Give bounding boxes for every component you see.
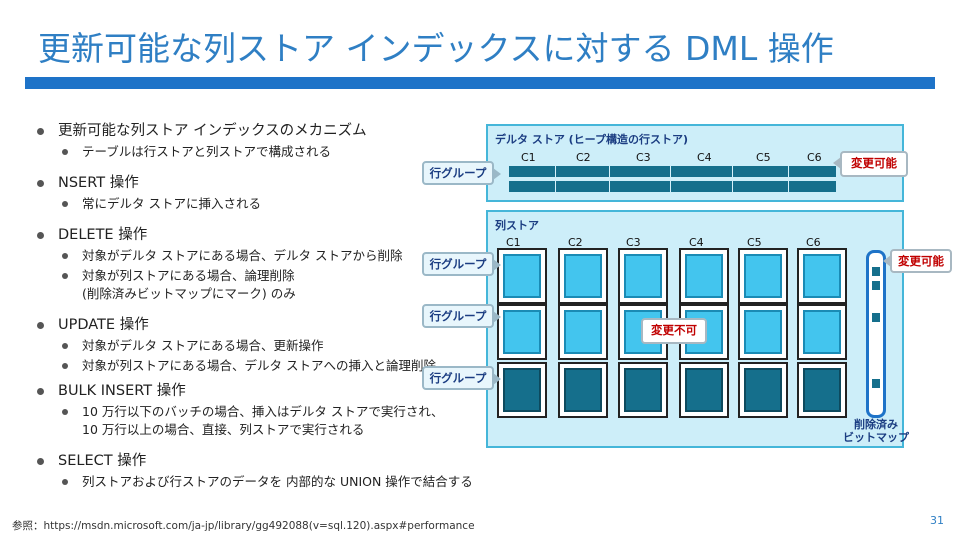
sub-bullet-line: (削除済みビットマップにマーク) のみ [82,286,296,301]
segment-block [618,248,668,304]
segment-block [738,304,788,360]
delta-column-label: C6 [807,151,822,164]
segment-block [738,362,788,418]
bitmap-label-line: ビットマップ [843,431,909,444]
segment-block [558,248,608,304]
title-bar [25,77,935,89]
segment-block [738,248,788,304]
sub-bullet-line: 対象が列ストアにある場合、論理削除 [82,268,295,283]
segment-block [679,248,729,304]
deleted-bitmap [866,250,886,418]
segment-block [618,362,668,418]
delta-row [509,166,836,177]
sub-bullet-line: 10 万行以上の場合、直接、列ストアで実行される [82,422,365,437]
bitmap-label-line: 削除済み [854,418,898,431]
bitmap-label: 削除済み ビットマップ [836,418,916,444]
sub-bullet: 対象が列ストアにある場合、論理削除 (削除済みビットマップにマーク) のみ [34,267,464,303]
column-store-title: 列ストア [495,219,539,232]
bullet-mechanism: 更新可能な列ストア インデックスのメカニズム [34,121,464,141]
segment-block [497,362,547,418]
sub-bullet: 対象が列ストアにある場合、デルタ ストアへの挿入と論理削除 [34,357,464,375]
row-group-callout: 行グループ [422,304,501,328]
sub-bullet: 常にデルタ ストアに挿入される [34,195,464,213]
row-group-callout: 行グループ [422,161,501,185]
column-label: C5 [747,236,762,249]
segment-block [797,362,847,418]
updatable-callout-delta: 変更可能 [833,151,908,177]
column-label: C2 [568,236,583,249]
segment-block [797,248,847,304]
delta-row [509,181,836,192]
sub-bullet: 対象がデルタ ストアにある場合、デルタ ストアから削除 [34,247,464,265]
column-label: C3 [626,236,641,249]
bullet-delete: DELETE 操作 [34,225,464,245]
bullet-insert: NSERT 操作 [34,173,464,193]
row-group-callout: 行グループ [422,252,501,276]
segment-block [497,248,547,304]
slide-title: 更新可能な列ストア インデックスに対する DML 操作 [38,29,834,68]
row-group-callout: 行グループ [422,366,501,390]
bullet-select: SELECT 操作 [34,451,464,471]
reference-link[interactable]: 参照：https://msdn.microsoft.com/ja-jp/libr… [12,520,475,532]
bullet-update: UPDATE 操作 [34,315,464,335]
column-label: C6 [806,236,821,249]
delta-column-label: C3 [636,151,651,164]
sub-bullet: 対象がデルタ ストアにある場合、更新操作 [34,337,464,355]
segment-block [558,362,608,418]
sub-bullet: 10 万行以下のバッチの場合、挿入はデルタ ストアで実行され、 10 万行以上の… [34,403,464,439]
delta-store-title: デルタ ストア (ヒープ構造の行ストア) [495,133,689,146]
segment-block [558,304,608,360]
sub-bullet: 列ストアおよび行ストアのデータを 内部的な UNION 操作で結合する [34,473,473,491]
column-label: C4 [689,236,704,249]
segment-block [497,304,547,360]
segment-block [797,304,847,360]
delta-column-label: C2 [576,151,591,164]
delta-column-label: C4 [697,151,712,164]
delta-column-label: C5 [756,151,771,164]
bullet-list: 更新可能な列ストア インデックスのメカニズム テーブルは行ストアと列ストアで構成… [34,115,473,491]
column-label: C1 [506,236,521,249]
updatable-callout-bitmap: 変更可能 [883,249,952,273]
not-updatable-callout: 変更不可 [641,318,707,344]
sub-bullet: テーブルは行ストアと列ストアで構成される [34,143,464,161]
segment-block [679,362,729,418]
page-number: 31 [930,514,944,527]
sub-bullet-line: 10 万行以下のバッチの場合、挿入はデルタ ストアで実行され、 [82,404,444,419]
delta-column-label: C1 [521,151,536,164]
bullet-bulk-insert: BULK INSERT 操作 [34,381,464,401]
